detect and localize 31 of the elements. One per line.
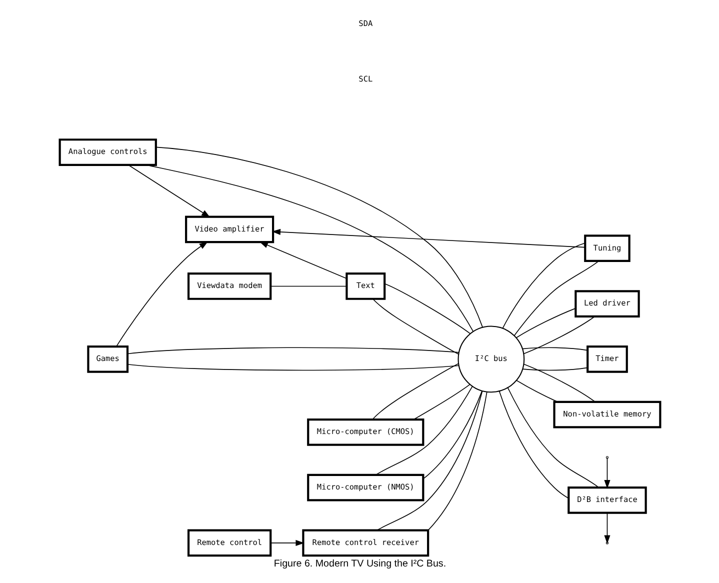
connector [502,242,586,329]
connector [376,390,482,531]
arrow [128,164,210,218]
connector [145,164,474,332]
connector [516,308,576,338]
connector [155,146,482,328]
arrow [116,241,208,347]
connector [384,283,470,334]
arrow [258,242,347,279]
arrow [271,228,585,248]
connector [522,367,588,371]
caption: Figure 6. Modern TV Using the I²C Bus. [273,558,446,570]
arrow [604,457,610,489]
connector [516,380,558,402]
connector [506,387,598,488]
connector [126,347,459,354]
connector [270,286,347,287]
connector [126,364,459,371]
connector [522,364,596,402]
connector [372,363,458,420]
connector [522,347,588,351]
connector [372,298,458,354]
connector [374,386,472,476]
arrow [270,540,304,546]
connector [522,316,595,354]
connector [426,392,487,532]
arrow [604,512,610,544]
connector [422,390,482,480]
connector [513,260,599,336]
connector [412,384,470,420]
connector [498,390,568,499]
